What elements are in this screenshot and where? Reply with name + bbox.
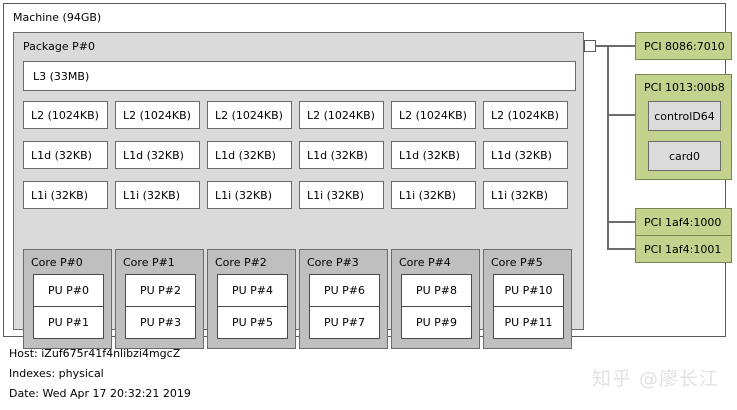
cache-box-l2-1[interactable]: L2 (1024KB): [115, 101, 200, 129]
cache-label-l1i-4: L1i (32KB): [399, 188, 457, 202]
cache-label-l2-2: L2 (1024KB): [215, 108, 283, 122]
cache-box-l1d-3[interactable]: L1d (32KB): [299, 141, 384, 169]
cache-box-l2-0[interactable]: L2 (1024KB): [23, 101, 108, 129]
cache-box-l1d-1[interactable]: L1d (32KB): [115, 141, 200, 169]
cache-box-l1d-0[interactable]: L1d (32KB): [23, 141, 108, 169]
package-box[interactable]: Package P#0 L3 (33MB) L2 (1024KB) L2 (10…: [13, 32, 584, 349]
hostbridge-square-icon[interactable]: [584, 40, 596, 52]
pu-box-1[interactable]: PU P#1: [33, 306, 104, 339]
cache-label-l2-1: L2 (1024KB): [123, 108, 191, 122]
cache-box-l2-5[interactable]: L2 (1024KB): [483, 101, 568, 129]
footer: Host: iZuf675r41f4nlibzi4mgcZ Indexes: p…: [0, 340, 737, 410]
cache-box-l1i-1[interactable]: L1i (32KB): [115, 181, 200, 209]
watermark: 知乎 @廖长江: [592, 368, 720, 390]
cache-box-l3[interactable]: L3 (33MB): [23, 61, 576, 91]
pu-stack-5: PU P#10 PU P#11: [493, 274, 564, 340]
bus-stub-wire: [596, 45, 608, 47]
machine-label: Machine (94GB): [13, 11, 102, 24]
cache-label-l1d-1: L1d (32KB): [123, 148, 184, 162]
cache-label-l1d-0: L1d (32KB): [31, 148, 92, 162]
pu-box-4[interactable]: PU P#4: [217, 274, 288, 307]
cache-label-l1d-5: L1d (32KB): [491, 148, 552, 162]
pu-box-2[interactable]: PU P#2: [125, 274, 196, 307]
bus-branch-wire-2: [607, 221, 636, 223]
pci-device-label-0: PCI 8086:7010: [644, 39, 725, 53]
pu-stack-3: PU P#6 PU P#7: [309, 274, 380, 340]
cache-box-l1d-4[interactable]: L1d (32KB): [391, 141, 476, 169]
osdev-box-card0[interactable]: card0: [648, 141, 721, 171]
cache-box-l1i-2[interactable]: L1i (32KB): [207, 181, 292, 209]
pu-box-9[interactable]: PU P#9: [401, 306, 472, 339]
cache-label-l1i-5: L1i (32KB): [491, 188, 549, 202]
pu-box-11[interactable]: PU P#11: [493, 306, 564, 339]
cache-label-l2-0: L2 (1024KB): [31, 108, 99, 122]
core-label-2: Core P#2: [215, 256, 267, 269]
cache-label-l1i-2: L1i (32KB): [215, 188, 273, 202]
pu-stack-2: PU P#4 PU P#5: [217, 274, 288, 340]
core-label-3: Core P#3: [307, 256, 359, 269]
core-box-4[interactable]: Core P#4 PU P#8 PU P#9: [391, 249, 480, 349]
pci-device-box-0[interactable]: PCI 8086:7010: [635, 32, 732, 60]
core-box-0[interactable]: Core P#0 PU P#0 PU P#1: [23, 249, 112, 349]
core-label-0: Core P#0: [31, 256, 83, 269]
cache-box-l2-2[interactable]: L2 (1024KB): [207, 101, 292, 129]
cache-label-l2-5: L2 (1024KB): [491, 108, 559, 122]
cache-label-l1i-1: L1i (32KB): [123, 188, 181, 202]
cache-box-l1i-5[interactable]: L1i (32KB): [483, 181, 568, 209]
cache-label-l2-3: L2 (1024KB): [307, 108, 375, 122]
pci-device-label-1: PCI 1013:00b8: [644, 81, 725, 94]
footer-indexes: Indexes: physical: [9, 367, 104, 380]
osdev-box-controld64[interactable]: controlD64: [648, 101, 721, 131]
core-box-3[interactable]: Core P#3 PU P#6 PU P#7: [299, 249, 388, 349]
cache-label-l1d-4: L1d (32KB): [399, 148, 460, 162]
pu-stack-0: PU P#0 PU P#1: [33, 274, 104, 340]
pu-stack-4: PU P#8 PU P#9: [401, 274, 472, 340]
core-label-5: Core P#5: [491, 256, 543, 269]
cache-label-l2-4: L2 (1024KB): [399, 108, 467, 122]
pci-device-box-3[interactable]: PCI 1af4:1001: [635, 235, 732, 263]
footer-date: Date: Wed Apr 17 20:32:21 2019: [9, 387, 191, 400]
pci-device-box-2[interactable]: PCI 1af4:1000: [635, 208, 732, 236]
pu-box-5[interactable]: PU P#5: [217, 306, 288, 339]
pci-device-box-1[interactable]: PCI 1013:00b8 controlD64 card0: [635, 74, 732, 180]
core-label-1: Core P#1: [123, 256, 175, 269]
machine-box: Machine (94GB) Package P#0 L3 (33MB) L2 …: [3, 3, 732, 349]
pu-box-3[interactable]: PU P#3: [125, 306, 196, 339]
cache-label-l3: L3 (33MB): [33, 69, 90, 83]
cache-box-l1i-4[interactable]: L1i (32KB): [391, 181, 476, 209]
bus-branch-wire-3: [607, 248, 636, 250]
cache-label-l1i-0: L1i (32KB): [31, 188, 89, 202]
pu-box-8[interactable]: PU P#8: [401, 274, 472, 307]
cache-box-l2-4[interactable]: L2 (1024KB): [391, 101, 476, 129]
pu-box-7[interactable]: PU P#7: [309, 306, 380, 339]
core-box-1[interactable]: Core P#1 PU P#2 PU P#3: [115, 249, 204, 349]
core-box-2[interactable]: Core P#2 PU P#4 PU P#5: [207, 249, 296, 349]
pu-box-6[interactable]: PU P#6: [309, 274, 380, 307]
cache-label-l1d-2: L1d (32KB): [215, 148, 276, 162]
bus-trunk-wire: [607, 45, 609, 249]
cache-box-l2-3[interactable]: L2 (1024KB): [299, 101, 384, 129]
cache-label-l1d-3: L1d (32KB): [307, 148, 368, 162]
cache-box-l1d-5[interactable]: L1d (32KB): [483, 141, 568, 169]
footer-host: Host: iZuf675r41f4nlibzi4mgcZ: [9, 347, 181, 360]
pci-device-label-3: PCI 1af4:1001: [644, 242, 722, 256]
pu-stack-1: PU P#2 PU P#3: [125, 274, 196, 340]
cache-box-l1i-3[interactable]: L1i (32KB): [299, 181, 384, 209]
bus-branch-wire-1: [607, 114, 636, 116]
pci-device-label-2: PCI 1af4:1000: [644, 215, 722, 229]
core-label-4: Core P#4: [399, 256, 451, 269]
cache-label-l1i-3: L1i (32KB): [307, 188, 365, 202]
package-label: Package P#0: [23, 40, 95, 53]
core-box-5[interactable]: Core P#5 PU P#10 PU P#11: [483, 249, 572, 349]
cache-box-l1i-0[interactable]: L1i (32KB): [23, 181, 108, 209]
pu-box-10[interactable]: PU P#10: [493, 274, 564, 307]
pu-box-0[interactable]: PU P#0: [33, 274, 104, 307]
bus-branch-wire-0: [607, 45, 636, 47]
cache-box-l1d-2[interactable]: L1d (32KB): [207, 141, 292, 169]
